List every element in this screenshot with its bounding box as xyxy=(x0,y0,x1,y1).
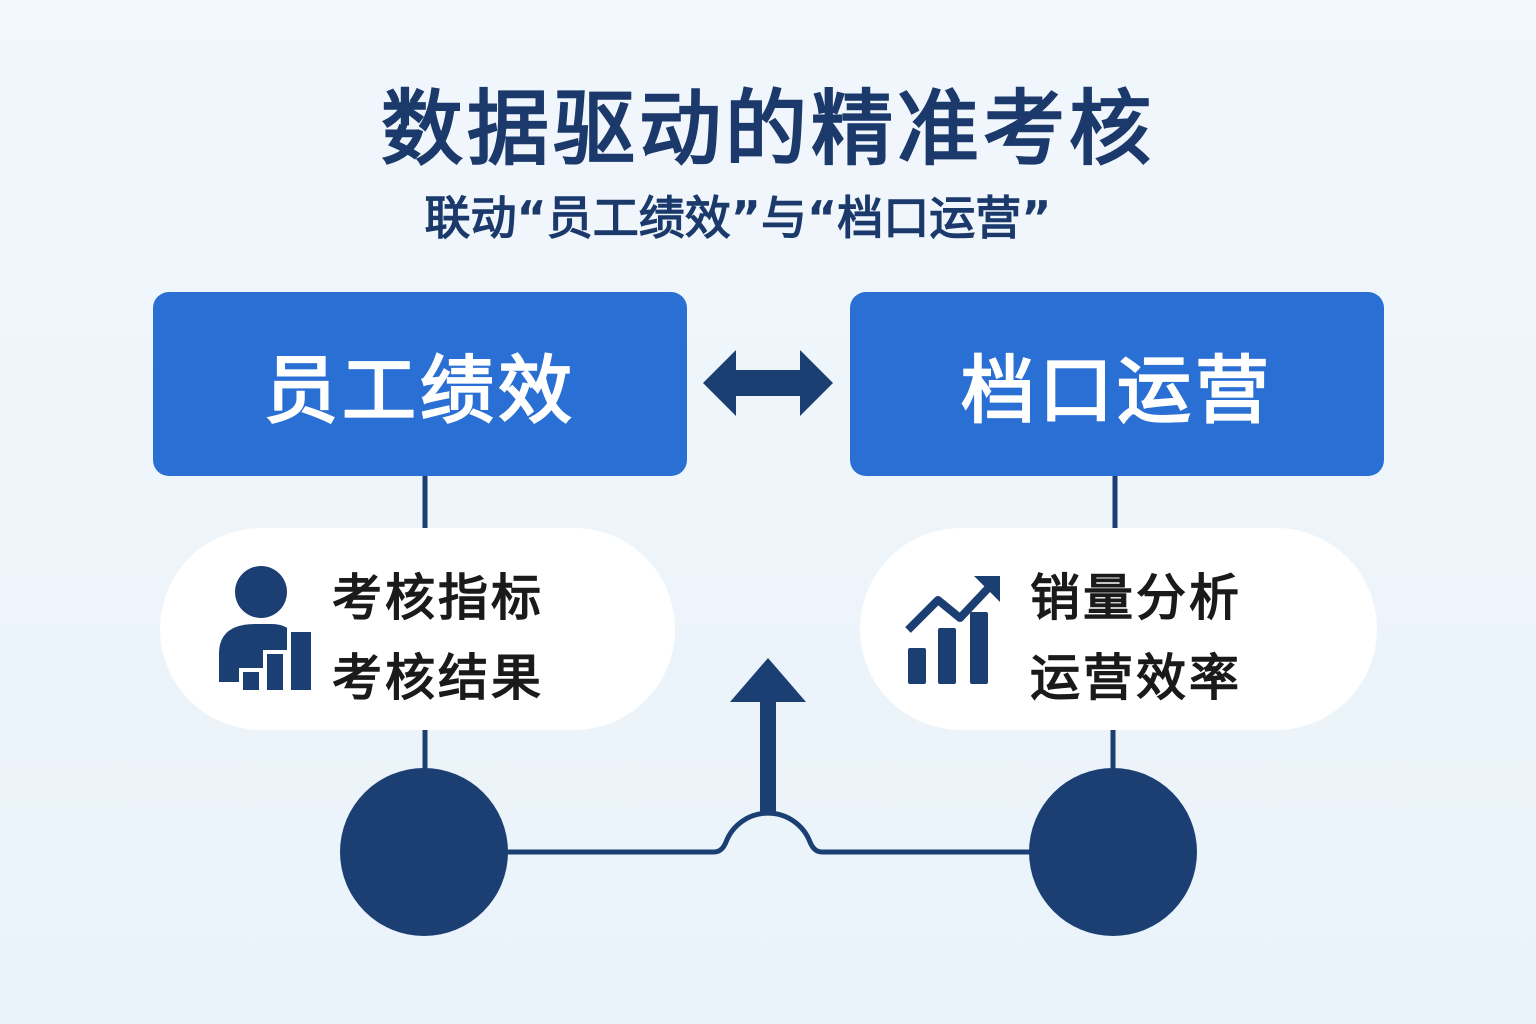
growth-chart-icon xyxy=(905,576,1000,684)
up-arrow-icon xyxy=(730,658,806,812)
left-node-circle xyxy=(340,768,508,936)
double-arrow-icon xyxy=(703,350,833,416)
item-assessment-results: 考核结果 xyxy=(332,649,544,707)
page-title: 数据驱动的精准考核 xyxy=(380,82,1155,177)
item-assessment-metrics: 考核指标 xyxy=(332,569,544,627)
employee-metrics-pill: 考核指标 考核结果 xyxy=(160,528,675,730)
bottom-link-line xyxy=(505,810,1032,855)
right-node-circle xyxy=(1029,768,1197,936)
person-chart-icon xyxy=(219,566,315,694)
item-sales-analysis: 销量分析 xyxy=(1030,569,1242,627)
stall-metrics-pill: 销量分析 运营效率 xyxy=(860,528,1377,730)
stall-operations-box: 档口运营 xyxy=(850,292,1384,476)
page-subtitle: 联动“员工绩效”与“档口运营” xyxy=(424,191,1052,245)
item-operational-efficiency: 运营效率 xyxy=(1030,649,1242,707)
employee-performance-box: 员工绩效 xyxy=(153,292,687,476)
